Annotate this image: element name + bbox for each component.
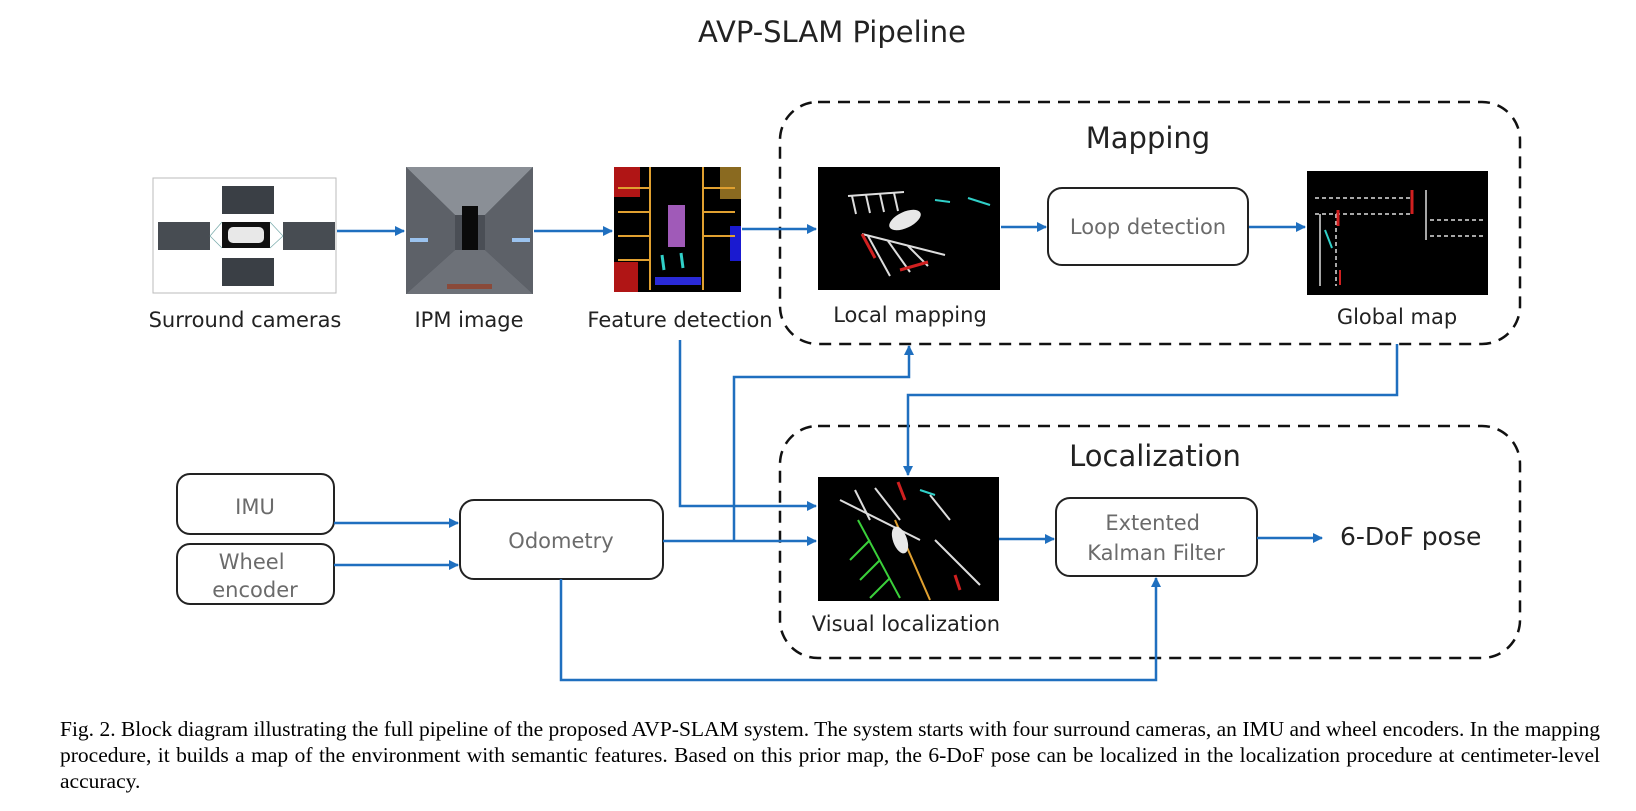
arrow-odometry-to-local-mapping (732, 345, 914, 541)
localization-group-label: Localization (1069, 439, 1241, 473)
arrow-global-map-to-visual-localization (903, 344, 1399, 476)
visual-localization-image (818, 477, 999, 601)
surround-cameras-label: Surround cameras (149, 308, 342, 332)
feature-detection-label: Feature detection (587, 308, 772, 332)
feature-detection-image (614, 167, 741, 292)
arrow-feature-to-visual-localization (678, 340, 817, 511)
local-mapping-label: Local mapping (833, 303, 987, 327)
ekf-line-1: Extented (1105, 511, 1200, 535)
mapping-group (778, 100, 1522, 346)
odometry-label: Odometry (508, 529, 613, 553)
visual-localization-label: Visual localization (812, 612, 1000, 636)
imu-label: IMU (235, 495, 275, 519)
ipm-image-label: IPM image (414, 308, 523, 332)
loop-detection-label: Loop detection (1070, 215, 1226, 239)
mapping-group-label: Mapping (1086, 121, 1210, 155)
loop-detection-box (1047, 187, 1249, 266)
wheel-encoder-line-1: Wheel (219, 550, 285, 574)
arrow-odometry-to-ekf (559, 577, 1161, 682)
imu-box (176, 473, 335, 535)
wheel-encoder-box (176, 543, 335, 605)
ipm-image (406, 167, 533, 294)
ekf-label: Extented Kalman Filter (1087, 511, 1225, 565)
pose-output-label: 6-DoF pose (1340, 522, 1481, 551)
global-map-image (1307, 171, 1488, 295)
ekf-line-2: Kalman Filter (1087, 541, 1225, 565)
global-map-label: Global map (1337, 305, 1457, 329)
diagram-title: AVP-SLAM Pipeline (698, 15, 966, 49)
figure-caption: Fig. 2. Block diagram illustrating the f… (60, 717, 1600, 793)
local-mapping-image (818, 167, 1000, 290)
wheel-encoder-line-2: encoder (212, 578, 298, 602)
surround-cameras-image (152, 177, 337, 294)
wheel-encoder-label: Wheel encoder (212, 550, 298, 602)
